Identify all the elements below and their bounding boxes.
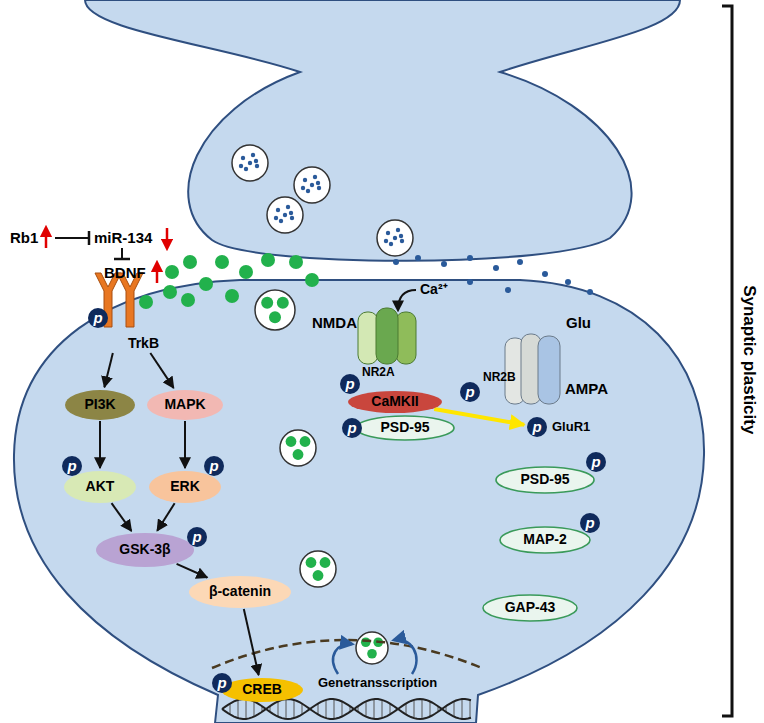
microrna-label: miR-134 (94, 229, 152, 246)
node-text: MAP-2 (523, 532, 567, 547)
glutamate-in-vesicles (239, 153, 404, 246)
phospho-marker: p (339, 373, 361, 395)
node-text: GAP-43 (505, 600, 556, 615)
kinase-node: CaMKII (347, 390, 443, 414)
synaptic-protein: MAP-2 (499, 526, 591, 554)
node-text: p (465, 384, 474, 401)
bdnf-vesicles (255, 290, 388, 664)
node-text: AKT (86, 479, 115, 494)
signal-arrow (157, 503, 174, 530)
node-text: PI3K (84, 397, 115, 412)
pathway-node: PI3K (64, 389, 136, 421)
ampa-receptor (505, 334, 560, 404)
dna-helix (222, 699, 471, 719)
node-text: p (217, 675, 226, 692)
subunit-label: GluR1 (552, 420, 590, 435)
phospho-marker: p (203, 455, 225, 477)
presynaptic-terminal (85, 0, 680, 261)
bracket (722, 6, 732, 716)
phospho-marker: p (341, 417, 363, 439)
node-text: p (93, 310, 102, 327)
node-text: p (67, 458, 76, 475)
pathway-node: GSK-3β (95, 532, 195, 568)
node-text: p (345, 376, 354, 393)
node-text: MAPK (164, 397, 205, 412)
node-text: p (209, 458, 218, 475)
calcium-influx-arrow (398, 290, 416, 310)
signal-arrow (150, 353, 173, 388)
transcription-arrow (394, 639, 417, 674)
node-text: TrkB (128, 336, 159, 351)
bdnf-in-vesicles (261, 297, 383, 659)
phospho-marker: p (87, 307, 109, 329)
subunit-label: NR2B (483, 371, 516, 385)
phospho-marker: p (61, 455, 83, 477)
scaffold-protein: PSD-95 (355, 415, 455, 441)
neurotrophin-label: BDNF (104, 264, 146, 281)
node-text: p (585, 515, 594, 532)
postsynaptic-neuron (14, 280, 704, 723)
phospho-marker: p (585, 451, 607, 473)
gene-label: Rb1 (10, 229, 38, 246)
node-text: β-catenin (209, 584, 271, 599)
phospho-marker: p (579, 512, 601, 534)
synaptic-vesicles (232, 145, 413, 256)
transcription-arrow (333, 644, 352, 674)
neurotransmitter-label: Glu (566, 314, 591, 331)
scaffold-protein: PSD-95 (495, 466, 595, 494)
phospho-marker: p (211, 672, 233, 694)
phospho-marker: p (459, 381, 481, 403)
signal-arrow (112, 503, 132, 531)
subunit-label: NR2A (362, 366, 395, 380)
signal-arrow (99, 421, 101, 468)
phospho-marker: p (526, 416, 548, 438)
ion-label: Ca²⁺ (420, 281, 448, 297)
node-text: PSD-95 (520, 472, 569, 487)
signal-arrow (177, 564, 208, 578)
node-text: p (591, 454, 600, 471)
node-text: GSK-3β (119, 542, 170, 557)
receptor-label: NMDA (312, 314, 357, 331)
process-label: Genetransscription (318, 676, 437, 691)
pathway-node: MAPK (146, 389, 224, 421)
node-text: p (532, 419, 541, 436)
node-text: PSD-95 (380, 420, 429, 435)
signal-arrow (184, 421, 186, 468)
signal-arrow (244, 609, 259, 675)
phospho-marker: p (186, 526, 208, 548)
synaptic-protein: GAP-43 (482, 594, 578, 622)
receptor-label: AMPA (565, 380, 608, 397)
node-text: p (192, 529, 201, 546)
signal-arrow (104, 353, 112, 387)
nmda-receptor (358, 308, 416, 364)
pathway-node: β-catenin (188, 575, 292, 609)
bracket-label: Synaptic plasticity (740, 285, 760, 434)
regulation-arrows (46, 228, 167, 283)
transcription-factor: CREB (220, 677, 304, 703)
node-text: ERK (170, 479, 200, 494)
node-text: CREB (242, 682, 282, 697)
node-text: p (347, 420, 356, 437)
node-text: CaMKII (371, 394, 418, 409)
